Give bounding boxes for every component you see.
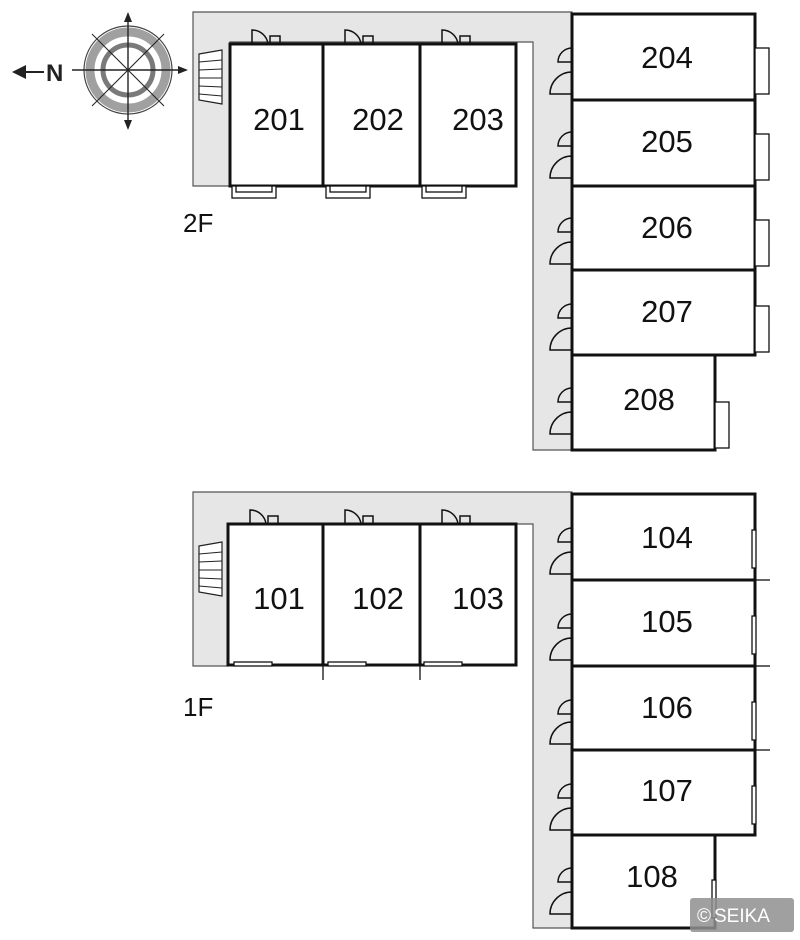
room-number: 201 xyxy=(253,102,305,137)
room-number: 203 xyxy=(452,102,504,137)
floor-label-1f: 1F xyxy=(183,692,213,722)
room-number: 105 xyxy=(641,604,693,639)
room-number: 106 xyxy=(641,690,693,725)
copyright-watermark: © SEIKA xyxy=(690,898,794,932)
room-204 xyxy=(570,12,757,102)
door-icon xyxy=(549,527,573,915)
room-number: 104 xyxy=(641,520,693,555)
room-206 xyxy=(570,184,757,272)
room-104 xyxy=(570,492,757,582)
window-icon xyxy=(233,661,463,680)
door-icon xyxy=(249,509,471,525)
floor-2f-plan: 201 202 203 204 205 206 207 208 2F xyxy=(183,11,770,452)
room-number: 107 xyxy=(641,773,693,808)
floor-1f-plan: 101 102 103 104 105 106 107 108 1F xyxy=(183,491,770,930)
staircase-icon xyxy=(198,49,223,105)
room-number: 101 xyxy=(253,581,305,616)
room-105 xyxy=(570,578,757,668)
room-number: 108 xyxy=(626,859,678,894)
room-number: 205 xyxy=(641,124,693,159)
room-103 xyxy=(418,522,518,667)
room-number: 102 xyxy=(352,581,404,616)
room-102 xyxy=(321,522,422,667)
room-number: 204 xyxy=(641,40,693,75)
room-number: 208 xyxy=(623,382,675,417)
room-202 xyxy=(321,42,422,188)
room-106 xyxy=(570,664,757,752)
room-203 xyxy=(418,42,518,188)
balcony-icon xyxy=(714,47,770,449)
floor-label-2f: 2F xyxy=(183,208,213,238)
room-number: 202 xyxy=(352,102,404,137)
staircase-icon xyxy=(198,541,223,597)
copyright-symbol: © xyxy=(697,906,711,927)
door-icon xyxy=(549,47,573,435)
room-number: 207 xyxy=(641,294,693,329)
balcony-icon xyxy=(231,185,467,199)
room-number: 206 xyxy=(641,210,693,245)
door-icon xyxy=(251,29,471,45)
compass-north-label: N xyxy=(46,60,63,87)
room-number: 103 xyxy=(452,581,504,616)
room-201 xyxy=(228,42,325,188)
compass-rose-icon: N xyxy=(12,12,188,130)
copyright-text: SEIKA xyxy=(714,906,770,927)
